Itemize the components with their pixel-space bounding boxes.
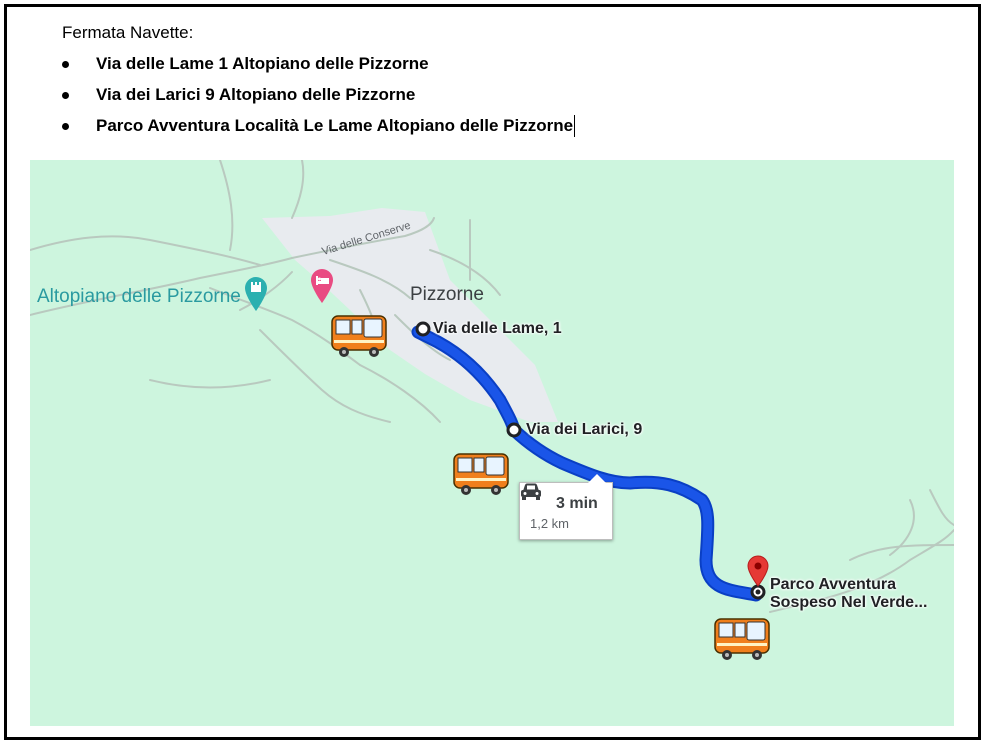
park-icon[interactable] — [243, 276, 269, 312]
car-icon — [521, 483, 541, 500]
settlement-area — [262, 208, 558, 422]
destination-label[interactable]: Parco Avventura Sospeso Nel Verde... — [770, 576, 927, 612]
map-base — [30, 160, 954, 613]
waypoint-label: Via dei Larici, 9 — [526, 421, 643, 438]
waypoint-marker — [415, 321, 431, 337]
stop-list-item: Parco Avventura Località Le Lame Altopia… — [62, 115, 576, 146]
destination-pin-icon[interactable] — [747, 555, 769, 587]
destination-label-line: Sospeso Nel Verde... — [770, 594, 928, 611]
callout-tip — [588, 474, 606, 483]
route-map[interactable]: Altopiano delle Pizzorne Pizzorne Via de… — [30, 160, 954, 726]
route-duration: 3 min — [556, 495, 598, 512]
text-cursor — [574, 115, 576, 137]
stop-text: Via delle Lame 1 Altopiano delle Pizzorn… — [96, 54, 429, 73]
destination-label-line: Parco Avventura — [770, 576, 896, 593]
waypoint-marker — [506, 422, 522, 438]
bullet-icon — [62, 123, 69, 130]
stop-list: Via delle Lame 1 Altopiano delle Pizzorn… — [62, 53, 576, 146]
route-distance: 1,2 km — [530, 516, 570, 531]
bullet-icon — [62, 61, 69, 68]
waypoint-label: Via delle Lame, 1 — [433, 320, 562, 337]
bus-icon — [453, 453, 509, 495]
place-label[interactable]: Altopiano delle Pizzorne — [37, 286, 241, 307]
town-label: Pizzorne — [410, 284, 484, 305]
bullet-icon — [62, 92, 69, 99]
bus-icon — [714, 618, 770, 660]
stop-list-item: Via delle Lame 1 Altopiano delle Pizzorn… — [62, 53, 575, 84]
stop-text[interactable]: Parco Avventura Località Le Lame Altopia… — [96, 116, 574, 135]
hotel-icon[interactable] — [309, 268, 335, 304]
route-duration-box[interactable]: 3 min 1,2 km — [519, 474, 613, 540]
stop-text: Via dei Larici 9 Altopiano delle Pizzorn… — [96, 85, 416, 104]
bus-icon — [331, 315, 387, 357]
document-title: Fermata Navette: — [62, 23, 194, 42]
stop-list-item: Via dei Larici 9 Altopiano delle Pizzorn… — [62, 84, 575, 115]
